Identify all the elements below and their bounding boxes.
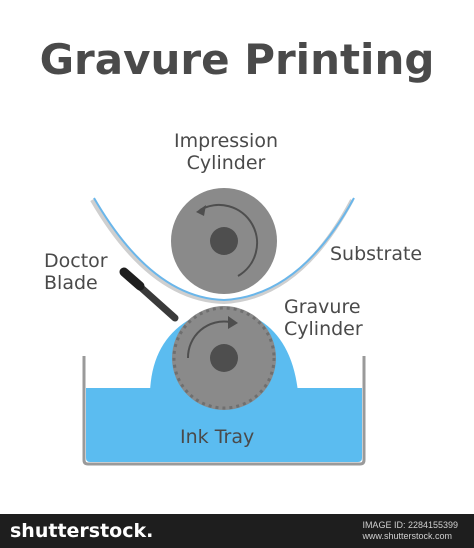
substrate-label: Substrate: [330, 243, 423, 265]
impression-cylinder-hub: [210, 227, 238, 255]
gravure-cylinder-hub: [210, 344, 238, 372]
ink-fill: [86, 388, 362, 462]
substrate-web: [93, 197, 355, 302]
process-illustration: [82, 188, 366, 466]
brand-logo: shutterstock.: [10, 520, 153, 542]
site-url: www.shutterstock.com: [362, 531, 452, 541]
image-id: IMAGE ID: 2284155399: [362, 520, 458, 530]
impression-cylinder-label-line2: Cylinder: [186, 152, 266, 174]
gravure-cylinder: [172, 306, 276, 410]
brand-name: shutterstock: [10, 520, 147, 542]
gravure-cylinder-label-line2: Cylinder: [284, 318, 363, 340]
page-title: Gravure Printing: [39, 35, 435, 84]
ink-tray-label: Ink Tray: [180, 426, 255, 448]
doctor-blade-label-line2: Blade: [44, 272, 98, 294]
gravure-cylinder-label: Gravure Cylinder: [284, 296, 363, 340]
gravure-arrow-head-icon: [228, 316, 238, 329]
gravure-cylinder-label-line1: Gravure: [284, 296, 361, 318]
brand-suffix: .: [146, 520, 154, 542]
doctor-blade-label: Doctor Blade: [44, 250, 108, 294]
image-meta: IMAGE ID: 2284155399 www.shutterstock.co…: [362, 520, 458, 542]
gravure-rotation-arrow: [186, 320, 231, 359]
gravure-cylinder-cells: [172, 306, 276, 410]
doctor-blade-handle: [119, 267, 145, 291]
ink-tray: [82, 356, 366, 466]
stock-footer: shutterstock. IMAGE ID: 2284155399 www.s…: [0, 514, 474, 548]
impression-cylinder-label-line1: Impression: [174, 130, 278, 152]
doctor-blade-label-line1: Doctor: [44, 250, 108, 272]
impression-rotation-arrow: [199, 203, 259, 277]
impression-cylinder-label: Impression Cylinder: [168, 130, 284, 174]
impression-cylinder: [171, 188, 277, 294]
impression-arrow-head-icon: [196, 205, 206, 216]
